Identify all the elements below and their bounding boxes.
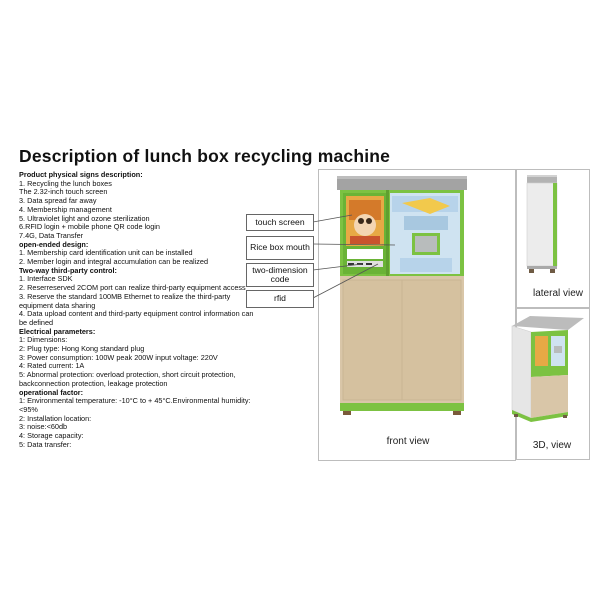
- touch-screen-callout: touch screen: [246, 214, 314, 231]
- spec-line: 5: Data transfer:: [19, 439, 72, 449]
- spec-line: 2: Plug type: Hong Kong standard plug: [19, 344, 145, 354]
- spec-line: 4: Rated current: 1A: [19, 361, 85, 371]
- spec-line: 1: Environmental temperature: -10°C to +…: [19, 396, 251, 414]
- spec-line: 5. Ultraviolet light and ozone steriliza…: [19, 213, 150, 223]
- page-title: Description of lunch box recycling machi…: [19, 146, 391, 166]
- spec-line: 1. Recycling the lunch boxes: [19, 178, 112, 188]
- spec-list: Product physical signs description:1. Re…: [19, 170, 255, 450]
- spec-line: 4: Storage capacity:: [19, 431, 84, 441]
- spec-line: 2. Reserreserved 2COM port can realize t…: [19, 283, 246, 293]
- spec-heading: Product physical signs description:: [19, 170, 143, 179]
- spec-line: 3: Power consumption: 100W peak 200W inp…: [19, 352, 218, 362]
- spec-line: 3: noise:<60db: [19, 422, 68, 432]
- spec-line: 4. Data upload content and third-party e…: [19, 309, 254, 327]
- spec-line: 5: Abnormal protection: overload protect…: [19, 370, 236, 388]
- spec-line: 1. Interface SDK: [19, 274, 73, 284]
- rice-box-mouth-callout: Rice box mouth: [246, 236, 314, 260]
- 3d-view-caption: 3D, view: [532, 440, 572, 451]
- spec-heading: Two-way third-party control:: [19, 265, 117, 275]
- spec-line: 3. Reserve the standard 100MB Ethernet t…: [19, 291, 231, 310]
- spec-line: 6.RFID login + mobile phone QR code logi…: [19, 222, 160, 232]
- lateral-view-caption: lateral view: [532, 288, 584, 299]
- spec-line: 1: Dimensions:: [19, 335, 68, 345]
- spec-line: 3. Data spread far away: [19, 196, 97, 206]
- spec-line: 2: Installation location:: [19, 413, 92, 423]
- spec-line: 1. Membership card identification unit c…: [19, 248, 193, 258]
- two-dimension-code-callout: two-dimension code: [246, 263, 314, 287]
- spec-line: 2. Member login and integral accumulatio…: [19, 257, 209, 267]
- front-view-caption: front view: [386, 436, 430, 447]
- spec-heading: operational factor:: [19, 387, 84, 397]
- rfid-callout: rfid: [246, 290, 314, 308]
- spec-line: 7.4G, Data Transfer: [19, 230, 84, 240]
- spec-heading: open-ended design:: [19, 239, 89, 249]
- spec-line: The 2.32-inch touch screen: [19, 187, 108, 197]
- spec-line: 4. Membership management: [19, 204, 112, 214]
- spec-heading: Electrical parameters:: [19, 326, 96, 336]
